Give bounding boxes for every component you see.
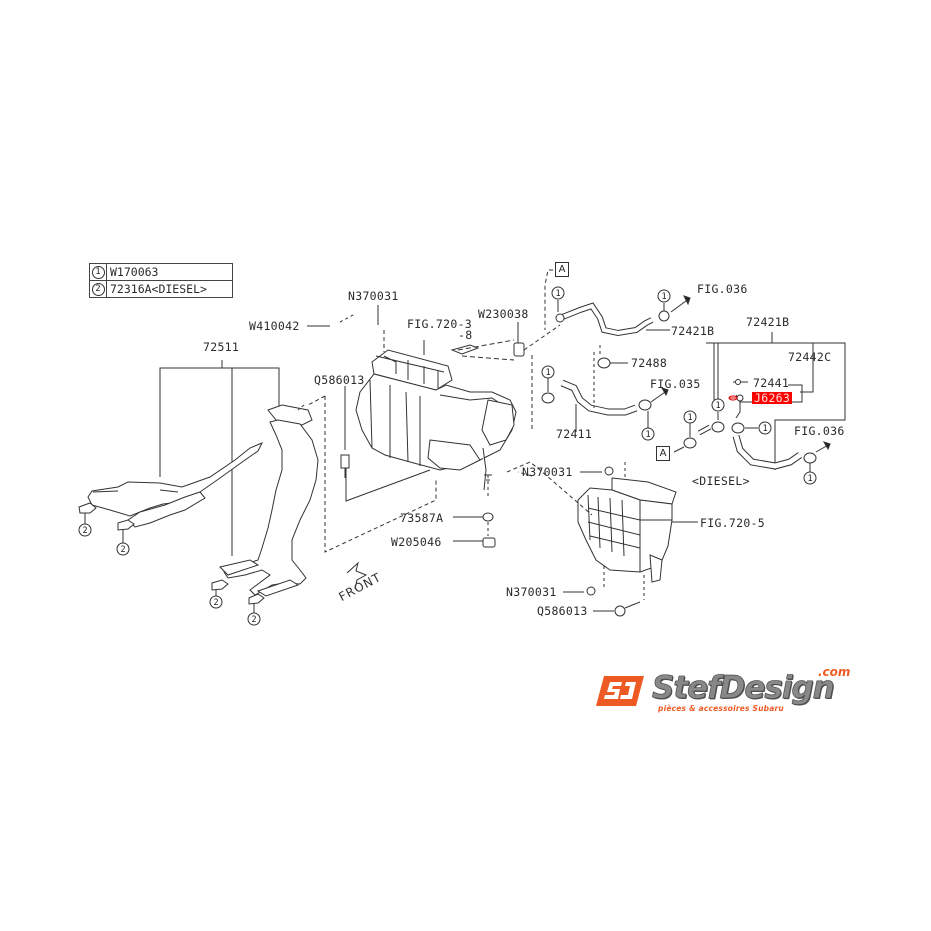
- callout-1: 1: [807, 474, 812, 484]
- fig-ref-035[interactable]: FIG.035: [650, 377, 701, 391]
- callout-2: 2: [82, 526, 87, 536]
- callout-1: 1: [661, 292, 666, 302]
- part-label-73587a[interactable]: 73587A: [400, 511, 444, 525]
- diesel-note: <DIESEL>: [692, 474, 750, 488]
- legend-table: 1 W170063 2 72316A<DIESEL>: [89, 263, 233, 298]
- part-label-n370031[interactable]: N370031: [522, 465, 573, 479]
- legend-symbol: 2: [90, 281, 107, 297]
- part-label-n370031[interactable]: N370031: [506, 585, 557, 599]
- brand-name: StefDesign: [652, 670, 835, 707]
- legend-part-number: W170063: [110, 265, 159, 279]
- part-label-q586013[interactable]: Q586013: [314, 373, 365, 387]
- fig-ref-720-5[interactable]: FIG.720-5: [700, 516, 766, 530]
- callout-1: 1: [555, 289, 560, 299]
- part-label-n370031[interactable]: N370031: [348, 289, 399, 303]
- fig-ref-036[interactable]: FIG.036: [697, 282, 748, 296]
- fig-ref-720-3-suffix: -8: [458, 328, 473, 342]
- callout-1: 1: [645, 430, 650, 440]
- legend-part-number: 72316A<DIESEL>: [110, 282, 207, 296]
- part-label-72442c[interactable]: 72442C: [788, 350, 832, 364]
- part-label-72441[interactable]: 72441: [753, 376, 790, 390]
- callout-2: 2: [251, 615, 256, 625]
- fig-ref-036[interactable]: FIG.036: [794, 424, 845, 438]
- fig-ref-720-3[interactable]: FIG.720-3: [407, 317, 473, 331]
- callout-2: 2: [213, 598, 218, 608]
- part-label-72511[interactable]: 72511: [203, 340, 240, 354]
- brand-domain: .com: [818, 665, 851, 679]
- part-label-w230038[interactable]: W230038: [478, 307, 529, 321]
- part-label-w205046[interactable]: W205046: [391, 535, 442, 549]
- callout-1: 1: [545, 368, 550, 378]
- brand-tagline: pièces & accessoires Subaru: [658, 704, 784, 713]
- part-label-72421b[interactable]: 72421B: [746, 315, 790, 329]
- legend-row: 2 72316A<DIESEL>: [90, 280, 232, 297]
- part-label-72488[interactable]: 72488: [631, 356, 668, 370]
- stefdesign-logo: StefDesign .com pièces & accessoires Sub…: [596, 665, 866, 718]
- callout-1: 1: [762, 424, 767, 434]
- callout-2: 2: [120, 545, 125, 555]
- part-label-72411[interactable]: 72411: [556, 427, 593, 441]
- reference-box-a: A: [555, 262, 569, 277]
- legend-row: 1 W170063: [90, 264, 232, 280]
- part-label-q586013[interactable]: Q586013: [537, 604, 588, 618]
- callout-1: 1: [687, 413, 692, 423]
- reference-box-a: A: [656, 446, 670, 461]
- sd-logo-icon: [596, 676, 644, 706]
- part-label-w410042[interactable]: W410042: [249, 319, 300, 333]
- part-label-j6263-highlighted[interactable]: J6263: [752, 391, 793, 405]
- legend-symbol: 1: [90, 264, 107, 280]
- callout-1: 1: [715, 401, 720, 411]
- part-label-72421b[interactable]: 72421B: [671, 324, 715, 338]
